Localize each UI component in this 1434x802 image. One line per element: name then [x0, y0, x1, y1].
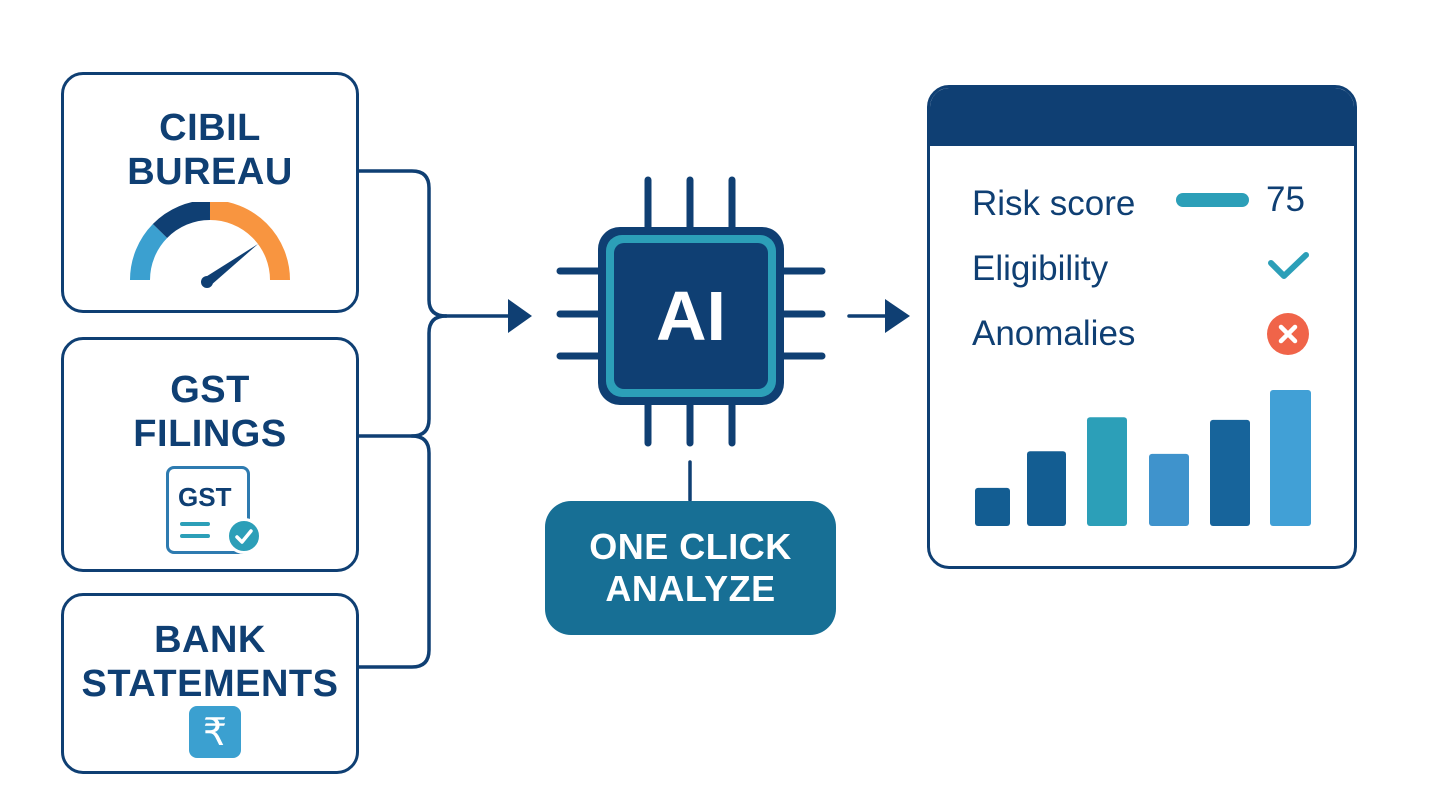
arrow-to-results-head [885, 299, 910, 333]
rupee-icon: ₹ [189, 706, 241, 758]
chart-bar-2 [1027, 451, 1066, 526]
gst-title-line2: FILINGS [133, 413, 287, 455]
gst-title-line1: GST [170, 369, 250, 411]
anomalies-label: Anomalies [972, 314, 1136, 353]
cibil-title-line1: CIBIL [159, 107, 261, 149]
analyze-button-line2: ANALYZE [605, 568, 776, 609]
chart-bar-5 [1210, 419, 1250, 526]
rupee-symbol: ₹ [202, 710, 228, 754]
connector-cibil [357, 169, 448, 318]
risk-score-label: Risk score [972, 184, 1136, 223]
eligibility-label: Eligibility [972, 249, 1109, 288]
metric-anomalies: Anomalies [972, 314, 1135, 354]
chart-bar-6 [1270, 390, 1311, 526]
ai-chip: AI [555, 175, 827, 450]
arrow-to-ai-head [508, 299, 532, 333]
results-panel: Risk score 75 Eligibility Anomalies [927, 85, 1357, 569]
bank-title-line2: STATEMENTS [81, 663, 339, 705]
check-icon [1268, 252, 1309, 279]
source-gst-filings: GST FILINGS GST [61, 337, 359, 572]
chip-icon [556, 176, 826, 447]
results-panel-header [930, 88, 1354, 146]
one-click-analyze-button[interactable]: ONE CLICK ANALYZE [545, 501, 836, 635]
bank-title-line1: BANK [154, 619, 266, 661]
chip-body: AI [598, 227, 784, 405]
ai-label: AI [656, 277, 726, 355]
progress-bar-icon [1176, 193, 1249, 207]
chart-bar-1 [975, 487, 1010, 526]
chart-bar-3 [1087, 417, 1127, 526]
gst-document-icon: GST [166, 466, 266, 558]
gst-icon-text: GST [178, 482, 232, 512]
cibil-title-line2: BUREAU [127, 151, 293, 193]
analyze-button-line1: ONE CLICK [589, 526, 792, 567]
source-cibil-bureau: CIBIL BUREAU [61, 72, 359, 313]
connector-bank [357, 434, 431, 669]
bar-chart [975, 390, 1311, 526]
source-bank-statements: BANK STATEMENTS ₹ [61, 593, 359, 774]
connector-gst [357, 314, 448, 438]
risk-score-value: 75 [1266, 180, 1305, 219]
metric-eligibility: Eligibility [972, 249, 1108, 289]
gauge-icon [130, 200, 290, 288]
x-circle-icon [1267, 313, 1309, 355]
chart-bar-4 [1149, 453, 1189, 526]
check-badge-icon [226, 518, 262, 554]
metric-risk-score: Risk score [972, 184, 1135, 224]
